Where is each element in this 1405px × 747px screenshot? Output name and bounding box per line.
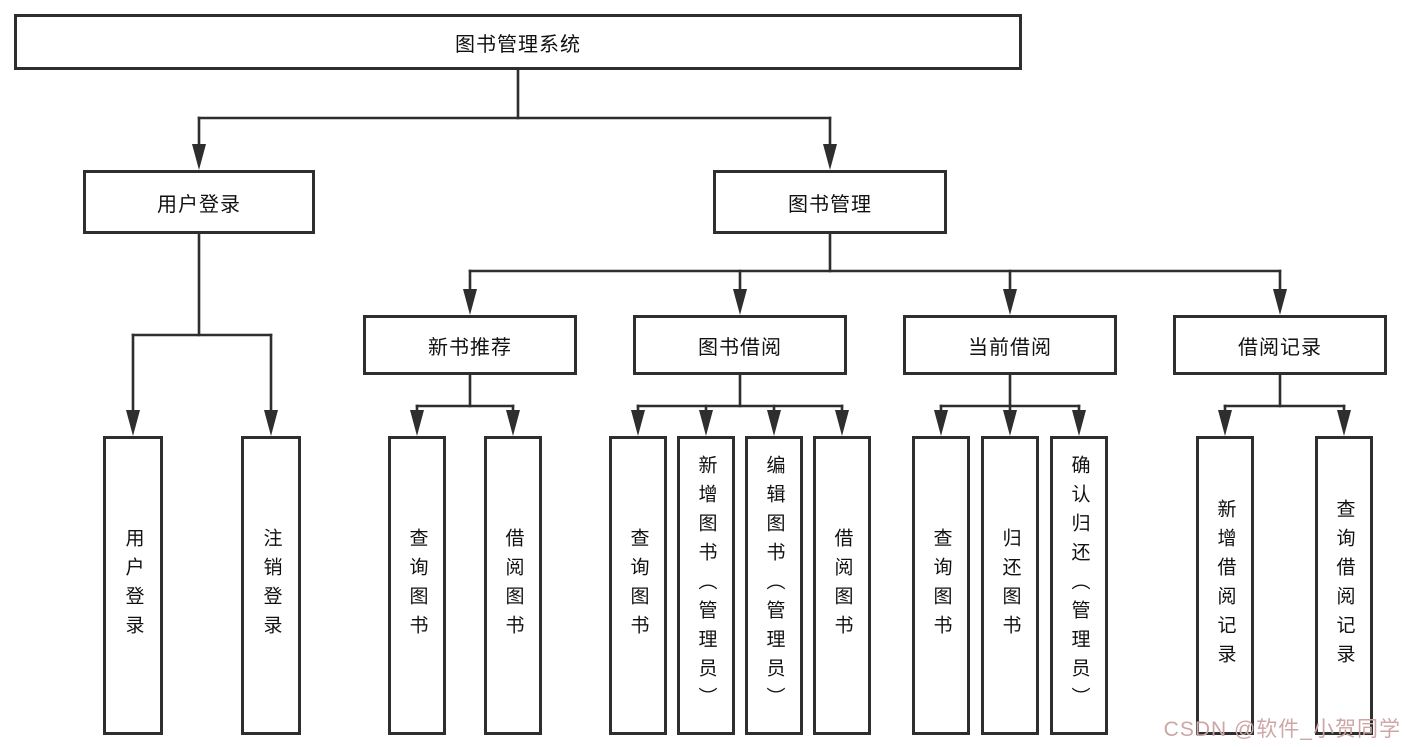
arrowhead-icon [699,410,713,436]
node-user-login: 用户登录 [83,170,315,234]
node-bb-borrow-book: 借阅图书 [813,436,871,735]
node-label-current-borrow: 当前借阅 [968,336,1052,359]
node-book-mgmt: 图书管理 [713,170,947,234]
node-bb-query-book: 查询图书 [609,436,667,735]
arrowhead-icon [631,410,645,436]
node-label-root: 图书管理系统 [455,33,581,56]
arrowhead-icon [463,289,477,315]
node-cb-confirm: 确认归还（管理员） [1050,436,1108,735]
arrowhead-icon [1218,410,1232,436]
node-label-logout-leaf: 注销登录 [260,527,282,644]
node-label-new-book-rec: 新书推荐 [428,336,512,359]
node-label-bb-edit-book: 编辑图书（管理员） [763,455,785,716]
node-cb-query-book: 查询图书 [912,436,970,735]
arrowhead-icon [410,410,424,436]
node-bb-add-book: 新增图书（管理员） [677,436,735,735]
arrowhead-icon [835,410,849,436]
node-label-user-login: 用户登录 [157,193,241,216]
node-root: 图书管理系统 [14,14,1022,70]
node-label-rec-query-book: 查询图书 [406,527,428,644]
node-label-br-query-record: 查询借阅记录 [1333,498,1355,673]
arrowhead-icon [823,144,837,170]
node-label-borrow-records: 借阅记录 [1238,336,1322,359]
node-current-borrow: 当前借阅 [903,315,1117,375]
node-bb-edit-book: 编辑图书（管理员） [745,436,803,735]
node-label-login-leaf: 用户登录 [122,527,144,644]
node-label-cb-return-book: 归还图书 [999,527,1021,644]
node-login-leaf: 用户登录 [103,436,163,735]
arrowhead-icon [192,144,206,170]
node-cb-return-book: 归还图书 [981,436,1039,735]
arrowhead-icon [1337,410,1351,436]
watermark: CSDN @软件_小贺同学 [1163,718,1401,741]
node-label-br-add-record: 新增借阅记录 [1214,498,1236,673]
arrowhead-icon [1003,410,1017,436]
node-label-book-borrow: 图书借阅 [698,336,782,359]
arrowhead-icon [1003,289,1017,315]
node-label-rec-borrow-book: 借阅图书 [502,527,524,644]
node-label-cb-query-book: 查询图书 [930,527,952,644]
node-label-book-mgmt: 图书管理 [788,193,872,216]
node-borrow-records: 借阅记录 [1173,315,1387,375]
arrowhead-icon [934,410,948,436]
node-label-bb-query-book: 查询图书 [627,527,649,644]
node-rec-borrow-book: 借阅图书 [484,436,542,735]
node-br-query-record: 查询借阅记录 [1315,436,1373,735]
node-br-add-record: 新增借阅记录 [1196,436,1254,735]
arrowhead-icon [506,410,520,436]
arrowhead-icon [767,410,781,436]
node-rec-query-book: 查询图书 [388,436,446,735]
arrowhead-icon [1273,289,1287,315]
node-label-bb-borrow-book: 借阅图书 [831,527,853,644]
node-logout-leaf: 注销登录 [241,436,301,735]
node-new-book-rec: 新书推荐 [363,315,577,375]
node-label-bb-add-book: 新增图书（管理员） [695,455,717,716]
arrowhead-icon [1072,410,1086,436]
node-book-borrow: 图书借阅 [633,315,847,375]
node-label-cb-confirm: 确认归还（管理员） [1068,455,1090,716]
arrowhead-icon [733,289,747,315]
arrowhead-icon [126,410,140,436]
arrowhead-icon [264,410,278,436]
